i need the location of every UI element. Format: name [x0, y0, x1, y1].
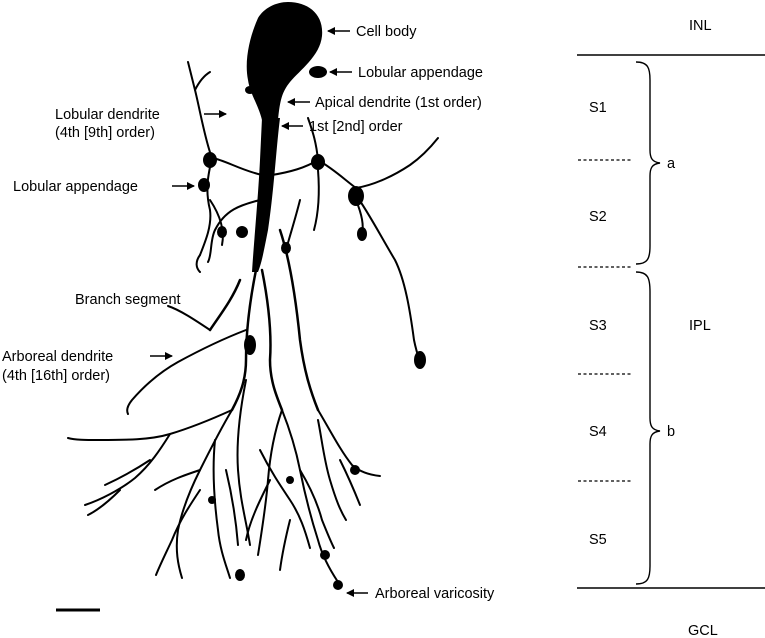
label-lobular-appendage-left: Lobular appendage — [13, 179, 138, 195]
stratum-s3: S3 — [589, 318, 607, 334]
neuron-labels: Cell body Lobular appendage Apical dendr… — [2, 24, 495, 602]
stratum-s4: S4 — [589, 424, 607, 440]
label-branch-segment: Branch segment — [75, 292, 181, 308]
brace-sublamina-a — [635, 61, 661, 265]
label-apical-dendrite: Apical dendrite (1st order) — [315, 95, 482, 111]
label-arboreal-dendrite-1: Arboreal dendrite — [2, 349, 113, 365]
label-lobular-appendage-top: Lobular appendage — [358, 65, 483, 81]
label-first-second-order: 1st [2nd] order — [309, 119, 403, 135]
label-lobular-dendrite-1: Lobular dendrite — [55, 107, 160, 123]
label-arboreal-dendrite-2: (4th [16th] order) — [2, 368, 110, 384]
layer-gcl: GCL — [688, 623, 718, 638]
label-lobular-dendrite-2: (4th [9th] order) — [55, 125, 155, 141]
stratum-s2: S2 — [589, 209, 607, 225]
label-arboreal-varicosity: Arboreal varicosity — [375, 586, 495, 602]
lobular-appendage-top-blob — [309, 66, 327, 78]
annotation-arrows — [150, 27, 368, 597]
stratum-s1: S1 — [589, 100, 607, 116]
label-cell-body: Cell body — [356, 24, 417, 40]
neuron-cell — [67, 2, 439, 590]
layer-ipl: IPL — [689, 318, 711, 334]
stratum-s5: S5 — [589, 532, 607, 548]
apical-trunk — [252, 118, 280, 272]
layer-inl: INL — [689, 18, 712, 34]
sublamina-a-label: a — [667, 156, 676, 172]
layer-schematic: INL S1 S2 S3 S4 S5 a b IPL GCL — [577, 18, 765, 638]
sublamina-b-label: b — [667, 424, 675, 440]
brace-sublamina-b — [635, 271, 661, 585]
cell-body-soma — [246, 2, 323, 120]
